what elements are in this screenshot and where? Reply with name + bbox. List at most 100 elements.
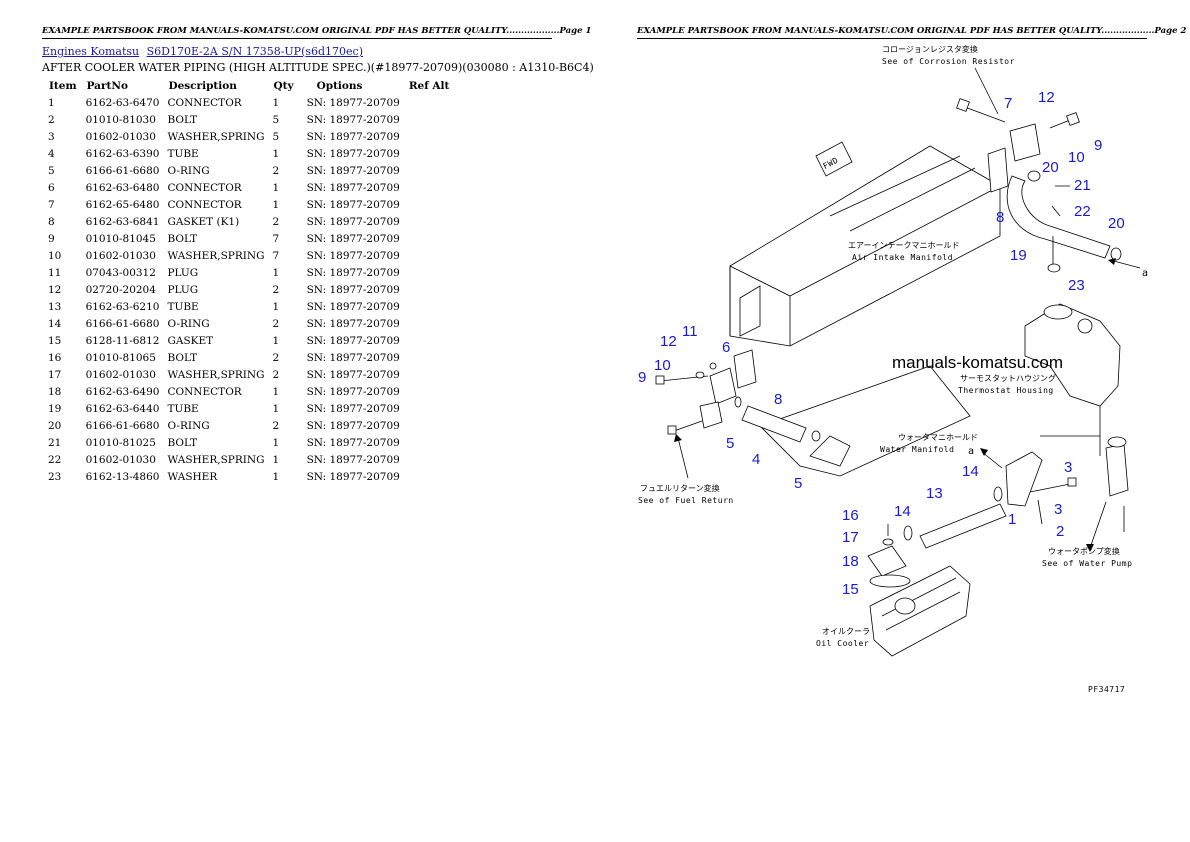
connector-6-drawing: [709, 367, 737, 405]
cell-options: SN: 18977-20709: [306, 130, 400, 143]
cell-item: 3: [48, 130, 55, 143]
cell-qty: 1: [272, 96, 280, 109]
cell-description: BOLT: [167, 113, 198, 126]
callout-15: 15: [842, 581, 859, 598]
table-header-row: Item PartNo Description Qty Options Ref …: [44, 77, 454, 94]
cell-options: SN: 18977-20709: [306, 453, 400, 466]
cell-options: SN: 18977-20709: [306, 113, 400, 126]
cell-item: 17: [48, 368, 62, 381]
callout-21: 21: [1074, 177, 1091, 194]
cell-ref-alt: [404, 281, 455, 298]
cell-description: PLUG: [167, 266, 199, 279]
cell-ref-alt: [404, 434, 455, 451]
cell-qty: 1: [272, 470, 280, 483]
callout-1: 1: [1008, 511, 1016, 528]
cell-options: SN: 18977-20709: [306, 181, 400, 194]
cell-ref-alt: [404, 145, 455, 162]
water-pump-connector-drawing: [1105, 443, 1129, 497]
cell-partno: 02720-20204: [85, 283, 156, 296]
callout-16: 16: [842, 507, 859, 524]
page-subtitle: AFTER COOLER WATER PIPING (HIGH ALTITUDE…: [42, 61, 594, 74]
intake-ref-en: Air Intake Manifold: [852, 253, 953, 262]
cell-ref-alt: [404, 128, 455, 145]
column-header-partno: PartNo: [86, 79, 128, 92]
callout-8b: 8: [774, 391, 782, 408]
pump-ref-jp: ウォータポンプ変換: [1048, 546, 1120, 556]
cell-ref-alt: [404, 247, 455, 264]
cell-description: BOLT: [167, 232, 198, 245]
cell-partno: 01602-01030: [85, 130, 156, 143]
cell-options: SN: 18977-20709: [306, 147, 400, 160]
breadcrumb: Engines Komatsu S6D170E-2A S/N 17358-UP(…: [42, 45, 367, 58]
corrosion-ref-jp: コロージョンレジスタ変換: [882, 44, 978, 54]
callout-10b: 10: [654, 357, 671, 374]
column-header-description: Description: [168, 79, 237, 92]
gasket-8-top-drawing: [987, 147, 1009, 193]
cell-options: SN: 18977-20709: [306, 334, 400, 347]
cell-ref-alt: [404, 179, 455, 196]
callout-12: 12: [1038, 89, 1055, 106]
cell-description: O-RING: [167, 419, 210, 432]
callout-12b: 12: [660, 333, 677, 350]
corrosion-ref-en: See of Corrosion Resistor: [882, 57, 1015, 66]
cell-ref-alt: [404, 417, 455, 434]
cell-item: 20: [48, 419, 62, 432]
callout-3: 3: [1064, 459, 1072, 476]
water-manifold-ref-jp: ウォータマニホールド: [898, 433, 978, 442]
cell-partno: 6162-63-6841: [85, 215, 160, 228]
cell-description: WASHER,SPRING: [167, 453, 265, 466]
breadcrumb-link-model[interactable]: S6D170E-2A S/N 17358-UP(s6d170ec): [146, 45, 364, 58]
breadcrumb-link-engines[interactable]: Engines Komatsu: [42, 45, 140, 58]
callout-22: 22: [1074, 203, 1091, 220]
cell-ref-alt: [404, 94, 455, 111]
cell-qty: 1: [272, 300, 280, 313]
cell-description: TUBE: [167, 402, 199, 415]
cell-item: 21: [48, 436, 62, 449]
tube-19-drawing: [1006, 175, 1111, 259]
cell-qty: 1: [272, 385, 280, 398]
cell-item: 18: [48, 385, 62, 398]
cell-ref-alt: [404, 196, 455, 213]
callout-17: 17: [842, 529, 859, 546]
cell-partno: 6162-63-6440: [85, 402, 160, 415]
cell-partno: 6166-61-6680: [85, 164, 160, 177]
cell-item: 14: [48, 317, 62, 330]
cell-partno: 6166-61-6680: [85, 317, 160, 330]
oil-ref-jp: オイルクーラ: [822, 627, 870, 636]
cell-options: SN: 18977-20709: [306, 385, 400, 398]
cell-ref-alt: [404, 468, 455, 485]
cell-item: 11: [48, 266, 62, 279]
cell-item: 13: [48, 300, 62, 313]
cell-item: 1: [48, 96, 55, 109]
cell-description: CONNECTOR: [167, 198, 242, 211]
cell-options: SN: 18977-20709: [306, 300, 400, 313]
callout-6: 6: [722, 339, 730, 356]
cell-ref-alt: [404, 315, 455, 332]
cell-qty: 5: [272, 130, 280, 143]
callout-4: 4: [752, 451, 760, 468]
column-header-options: Options: [316, 79, 363, 92]
cell-description: WASHER,SPRING: [167, 249, 265, 262]
cell-item: 5: [48, 164, 55, 177]
cell-options: SN: 18977-20709: [306, 402, 400, 415]
cell-ref-alt: [404, 349, 455, 366]
cell-qty: 2: [272, 368, 280, 381]
cell-partno: 6162-63-6480: [85, 181, 160, 194]
callout-20: 20: [1042, 159, 1059, 176]
cell-item: 10: [48, 249, 62, 262]
callout-11: 11: [682, 323, 698, 340]
page-header-right: EXAMPLE PARTSBOOK FROM MANUALS-KOMATSU.C…: [637, 26, 1186, 39]
air-intake-manifold-drawing: [729, 145, 1001, 347]
cell-options: SN: 18977-20709: [306, 317, 400, 330]
cell-description: WASHER,SPRING: [167, 368, 265, 381]
gasket-15-drawing: [869, 574, 911, 588]
